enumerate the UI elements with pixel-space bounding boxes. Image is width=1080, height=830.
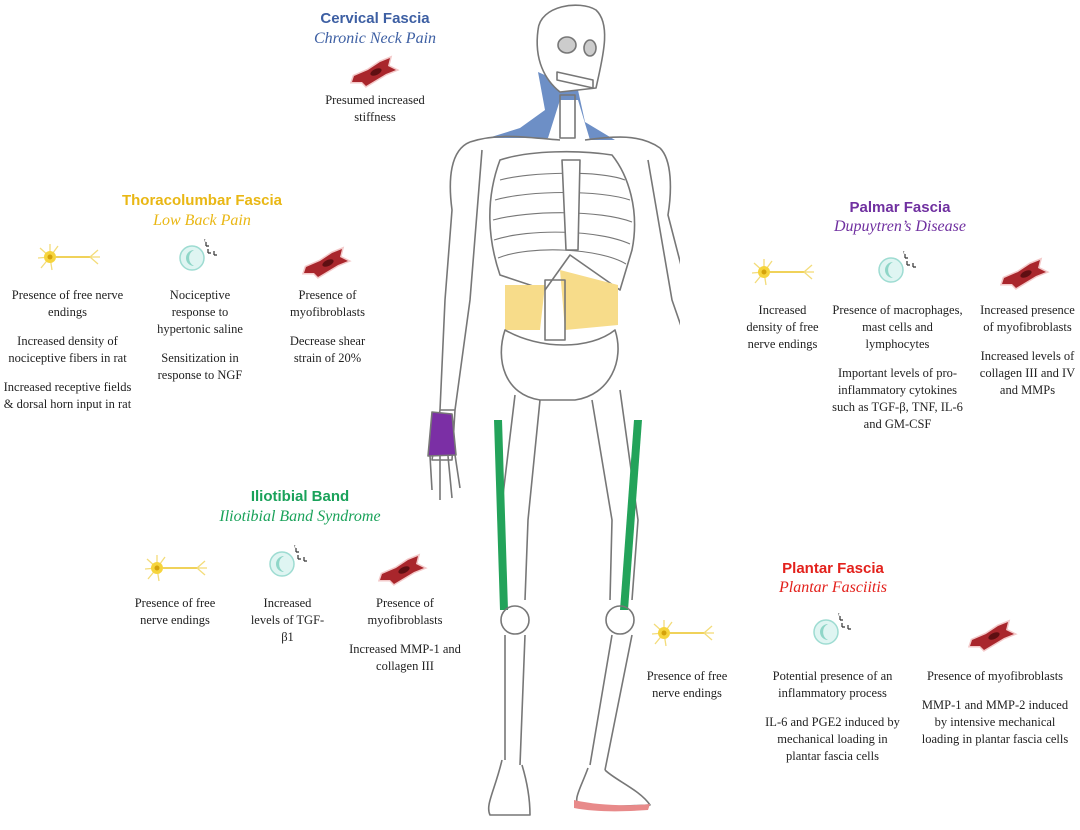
plantar-title: Plantar Fascia — [782, 560, 884, 577]
thoracolumbar-title: Thoracolumbar Fascia — [121, 192, 283, 209]
iliotibial-inflammation-findings: Increased levels of TGF-β1 — [250, 596, 325, 644]
cervical-finding: Presumed increased stiffness — [325, 93, 425, 124]
myofibroblast-icon — [968, 620, 1016, 652]
cervical-subtitle: Chronic Neck Pain — [313, 30, 437, 47]
neuron-icon — [145, 554, 208, 582]
plantar-subtitle: Plantar Fasciitis — [779, 579, 887, 596]
myofibroblast-icon — [302, 247, 350, 279]
plantar-inflammation-findings: Potential presence of an inflammatory pr… — [765, 669, 900, 763]
pelvis — [500, 329, 619, 401]
iliotibial-title: Iliotibial Band — [250, 488, 350, 505]
ribcage — [489, 150, 636, 291]
immune-cell-icon — [179, 238, 218, 271]
myofibroblast-icon — [350, 56, 398, 88]
skeleton-illustration — [427, 4, 680, 816]
iliotibial-band-left — [494, 420, 508, 610]
palmar-title: Palmar Fascia — [849, 199, 951, 216]
immune-cell-icon — [269, 544, 308, 577]
plantar-nerve-findings: Presence of free nerve endings — [646, 669, 728, 700]
cervical-fascia-region — [488, 72, 615, 140]
iliotibial-subtitle: Iliotibial Band Syndrome — [219, 508, 381, 525]
immune-cell-icon — [878, 250, 917, 283]
cervical-title: Cervical Fascia — [320, 10, 430, 27]
palmar-nerve-findings: Increased density of free nerve endings — [746, 303, 819, 351]
neuron-icon — [652, 619, 715, 647]
palmar-fascia-left — [427, 411, 457, 457]
palmar-inflammation-findings: Presence of macrophages, mast cells and … — [832, 303, 963, 431]
myofibroblast-icon — [1000, 258, 1048, 290]
palmar-subtitle: Dupuytren’s Disease — [834, 218, 966, 235]
iliotibial-band-right — [620, 420, 642, 610]
plantar-fascia-region — [574, 800, 650, 812]
myofibroblast-icon — [378, 554, 426, 586]
thoracolumbar-subtitle: Low Back Pain — [153, 212, 251, 229]
iliotibial-nerve-findings: Presence of free nerve endings — [134, 596, 216, 627]
thoracolumbar-inflammation-findings: Nociceptive response to hypertonic salin… — [157, 288, 243, 382]
thoracolumbar-fascia-region — [505, 270, 618, 330]
neuron-icon — [752, 258, 815, 286]
immune-cell-icon — [813, 612, 852, 645]
neuron-icon — [38, 243, 101, 271]
